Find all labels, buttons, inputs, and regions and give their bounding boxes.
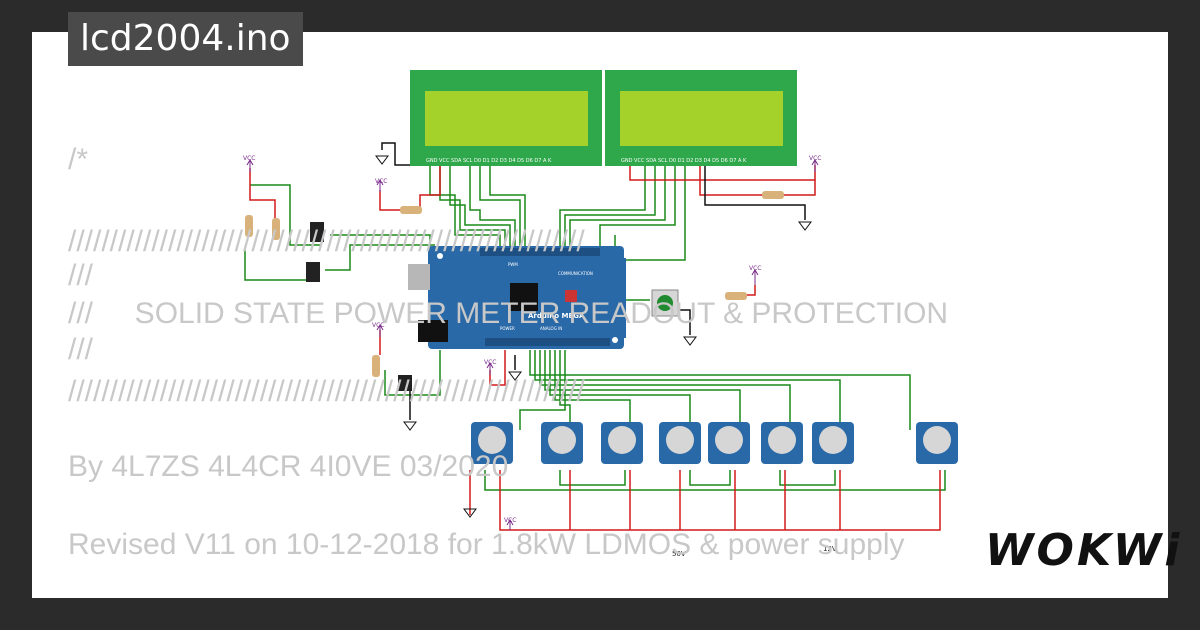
vcc-label: VCC: [749, 265, 761, 272]
code-line: ////////////////////////////////////////…: [68, 375, 585, 408]
wokwi-logo: WOKWi: [985, 525, 1183, 576]
resistors: [245, 191, 784, 377]
slide-switches: [306, 222, 412, 391]
arduino-mega-board: [408, 246, 626, 349]
code-line: ///: [68, 333, 94, 366]
lcd-display-1: GND VCC SDA SCL D0 D1 D2 D3 D4 D5 D6 D7 …: [410, 70, 602, 166]
vcc-label: VCC: [375, 178, 387, 185]
svg-text:GND VCC SDA SCL D0 D1 D2 D3 D4: GND VCC SDA SCL D0 D1 D2 D3 D4 D5 D6 D7 …: [426, 158, 552, 164]
red-wires: [249, 165, 941, 531]
vcc-markers: [246, 159, 819, 530]
code-line: /*: [68, 143, 89, 176]
board-label: Arduino MEGA: [528, 312, 585, 320]
vcc-label: VCC: [809, 155, 821, 162]
potentiometers: [471, 422, 958, 464]
vcc-label: VCC: [484, 359, 496, 366]
push-button: [651, 289, 679, 317]
project-filename: lcd2004.ino: [68, 12, 303, 66]
svg-text:GND VCC SDA SCL D0 D1 D2 D3 D4: GND VCC SDA SCL D0 D1 D2 D3 D4 D5 D6 D7 …: [621, 158, 747, 164]
voltage-label-12v: 12V: [823, 545, 837, 553]
code-line: By 4L7ZS 4L4CR 4I0VE 03/2020: [68, 450, 509, 483]
analog-label: ANALOG IN: [540, 326, 562, 331]
pwm-label: PWM: [508, 262, 518, 267]
code-line: /// SOLID STATE POWER METER READOUT & PR…: [68, 297, 949, 330]
voltage-label-50v: 50V: [672, 550, 686, 558]
ground-symbols: [375, 155, 812, 518]
vcc-label: VCC: [504, 517, 516, 524]
code-line: Revised V11 on 10-12-2018 for 1.8kW LDMO…: [68, 528, 905, 561]
code-line: ////////////////////////////////////////…: [68, 225, 585, 258]
vcc-label: VCC: [243, 155, 255, 162]
lcd-display-2: GND VCC SDA SCL D0 D1 D2 D3 D4 D5 D6 D7 …: [605, 70, 797, 166]
communication-label: COMMUNICATION: [558, 271, 593, 276]
power-label: POWER: [500, 326, 515, 331]
vcc-label: VCC: [372, 322, 384, 329]
code-line: ///: [68, 259, 94, 292]
code-preview: /* /////////////////////////////////////…: [68, 0, 948, 561]
